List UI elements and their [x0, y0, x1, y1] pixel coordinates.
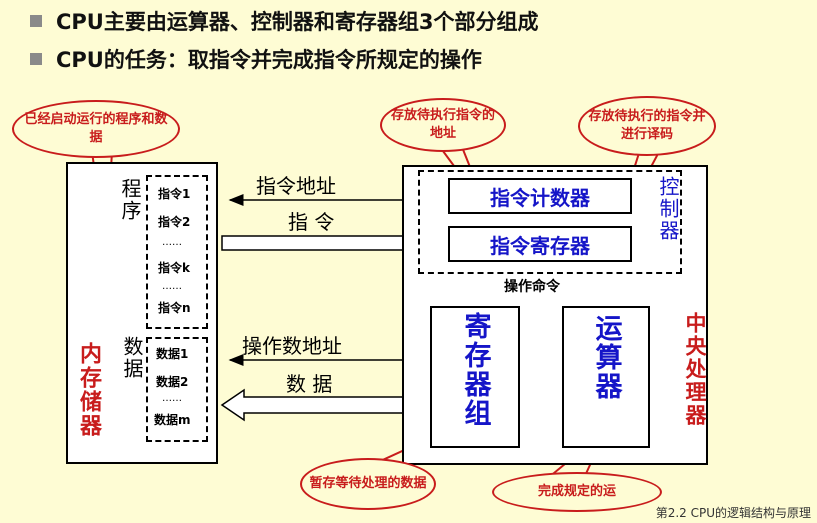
data-item: 数据1: [156, 347, 189, 361]
register-group-box: 寄存器组: [430, 306, 520, 448]
cpu-title: 中央处理器: [683, 312, 707, 427]
instruction-item: 指令2: [158, 215, 191, 229]
callout-running-text: 已经启动运行的程序和数据: [24, 112, 168, 145]
callout-register-note: 暂存等待处理的数据: [300, 458, 436, 510]
callout-register-text: 暂存等待处理的数据: [309, 476, 427, 492]
program-counter-box: 指令计数器: [448, 178, 632, 214]
register-group-label: 寄存器组: [459, 312, 491, 428]
instruction-label: 指 令: [288, 210, 335, 234]
footer-caption: 第2.2 CPU的逻辑结构与原理: [655, 506, 811, 520]
instruction-item: 指令n: [158, 301, 191, 315]
bullet-2-text: CPU的任务：取指令并完成指令所规定的操作: [56, 48, 482, 72]
callout-pc-note: 存放待执行指令的地址: [380, 98, 506, 152]
controller-region: [418, 170, 682, 274]
instruction-item: 指令1: [158, 187, 191, 201]
alu-label: 运算器: [590, 314, 622, 401]
controller-label: 控制器: [656, 176, 680, 242]
instruction-item: 指令k: [158, 261, 190, 275]
data-ellipsis: ……: [162, 393, 182, 404]
instr-address-label: 指令地址: [256, 174, 336, 198]
operand-address-label: 操作数地址: [242, 334, 342, 358]
bullet-square-icon: [30, 15, 42, 27]
bullet-1: CPU主要由运算器、控制器和寄存器组3个部分组成: [30, 6, 538, 36]
callout-pc-text: 存放待执行指令的地址: [390, 108, 495, 141]
callout-ir-text: 存放待执行的指令并进行译码: [588, 109, 706, 142]
callout-ir-note: 存放待执行的指令并进行译码: [578, 96, 716, 156]
instruction-register-box: 指令寄存器: [448, 226, 632, 262]
program-counter-label: 指令计数器: [490, 185, 590, 210]
callout-running-program: 已经启动运行的程序和数据: [12, 100, 180, 158]
callout-alu-note: 完成规定的运: [492, 472, 662, 512]
op-command-label: 操作命令: [504, 279, 560, 295]
bullet-1-text: CPU主要由运算器、控制器和寄存器组3个部分组成: [56, 10, 539, 34]
data-item: 数据2: [156, 375, 189, 389]
alu-box: 运算器: [562, 306, 650, 448]
program-region: 指令1 指令2 …… 指令k …… 指令n: [146, 175, 208, 329]
bullet-square-icon: [30, 53, 42, 65]
data-item: 数据m: [154, 413, 191, 427]
memory-title: 内存储器: [76, 342, 101, 438]
instruction-ellipsis: ……: [162, 237, 182, 248]
instruction-register-label: 指令寄存器: [490, 233, 590, 258]
data-label: 数据: [120, 336, 144, 380]
instruction-ellipsis: ……: [162, 281, 182, 292]
callout-alu-text: 完成规定的运: [537, 484, 616, 500]
bullet-2: CPU的任务：取指令并完成指令所规定的操作: [30, 44, 482, 74]
program-label: 程序: [118, 178, 142, 222]
data-region: 数据1 数据2 …… 数据m: [146, 337, 208, 442]
data-arrow-label: 数 据: [286, 372, 333, 396]
